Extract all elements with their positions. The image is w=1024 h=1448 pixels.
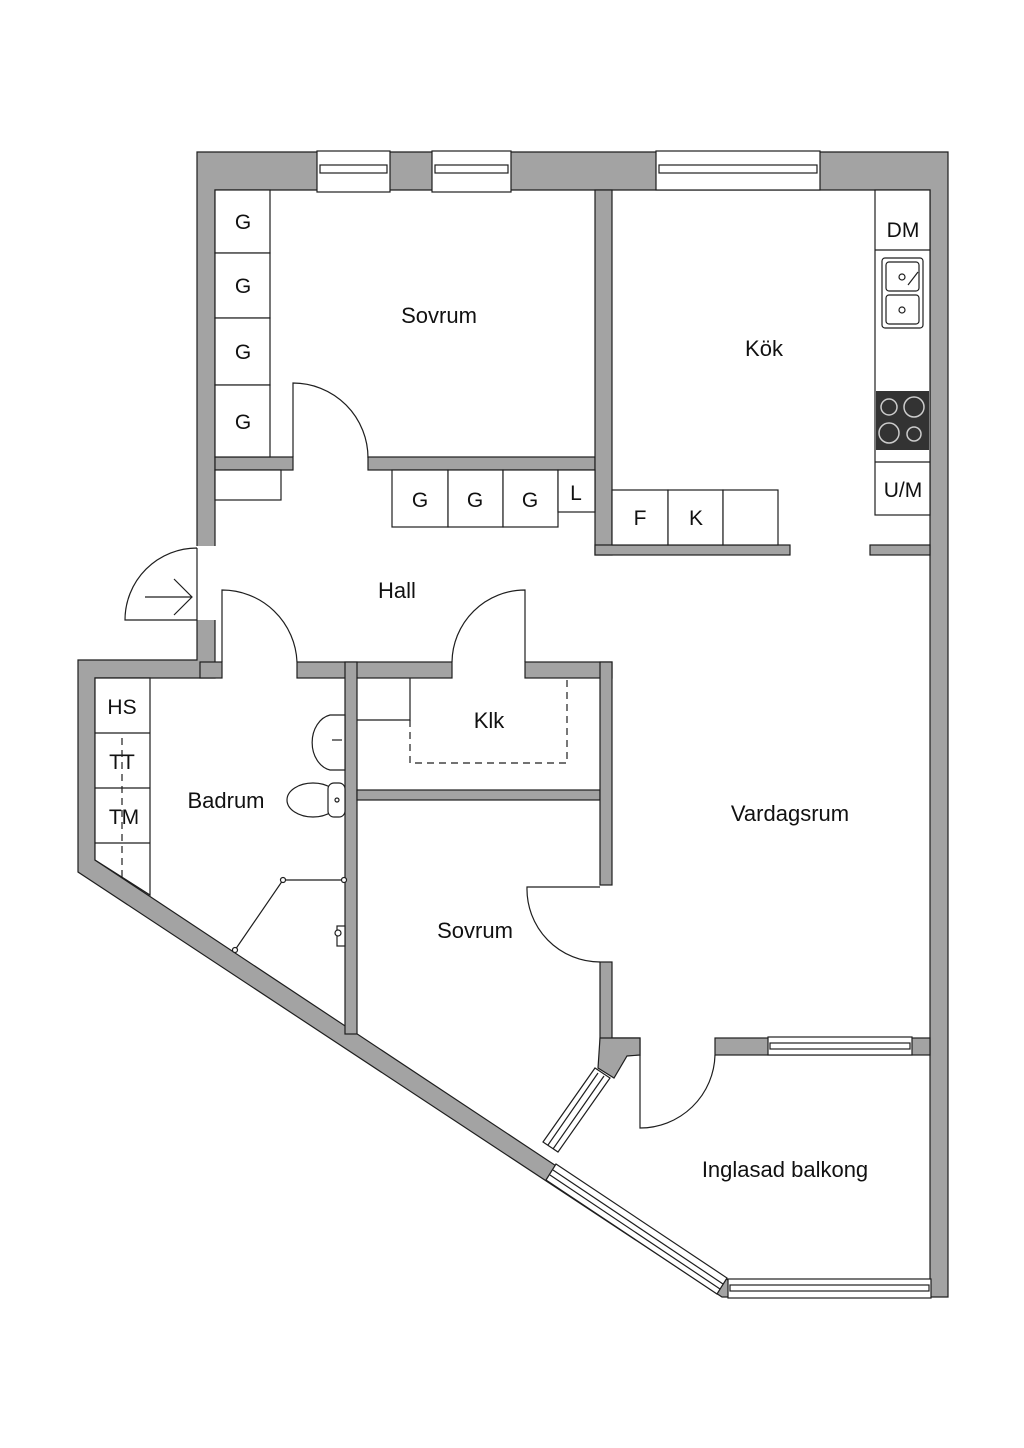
- room-label-balkong: Inglasad balkong: [702, 1157, 868, 1182]
- freezer-label: K: [689, 507, 703, 530]
- wardrobe-label: G: [467, 489, 483, 512]
- door-entrance[interactable]: [124, 547, 198, 621]
- bath-unit-label: TM: [109, 806, 139, 829]
- window-balkong-bottom: [727, 1278, 932, 1299]
- bath-units: HS TT TM: [94, 677, 151, 897]
- window-sovrum-1: [316, 150, 391, 193]
- room-label-klk: Klk: [474, 708, 506, 733]
- washbasin-icon: [311, 714, 346, 771]
- entrance-opening: [196, 546, 216, 620]
- wardrobe-label: G: [235, 341, 251, 364]
- washer-label: U/M: [884, 479, 923, 502]
- wardrobe-label: L: [570, 482, 582, 505]
- wardrobe-label: G: [522, 489, 538, 512]
- bath-unit-label: TT: [109, 751, 135, 774]
- kitchen-units: F K: [611, 489, 779, 546]
- window-kok: [655, 150, 821, 191]
- door-balkong[interactable]: [639, 1054, 716, 1129]
- sink-icon: [881, 257, 924, 329]
- wardrobe-label: G: [235, 211, 251, 234]
- closet-shelving: [357, 678, 568, 764]
- room-label-vardagsrum: Vardagsrum: [731, 801, 849, 826]
- wardrobe-label: G: [235, 275, 251, 298]
- wardrobes-hall: G G G L: [391, 469, 596, 528]
- hall-shelf: [214, 469, 282, 501]
- entrance-arrow-icon: [145, 578, 193, 616]
- shower-screen: [231, 876, 348, 954]
- room-label-sovrum-2: Sovrum: [437, 918, 513, 943]
- door-sovrum-bottom[interactable]: [526, 886, 601, 963]
- wardrobe-label: G: [235, 411, 251, 434]
- room-label-sovrum: Sovrum: [401, 303, 477, 328]
- fridge-label: F: [634, 507, 647, 530]
- door-badrum[interactable]: [221, 589, 298, 663]
- kitchen-counter: DM U/M: [874, 189, 931, 516]
- wardrobe-label: G: [412, 489, 428, 512]
- toilet-icon: [286, 782, 346, 818]
- room-label-badrum: Badrum: [187, 788, 264, 813]
- wardrobes-left: G G G G: [214, 189, 271, 458]
- door-klk[interactable]: [451, 589, 526, 663]
- stove-icon: [876, 391, 929, 450]
- room-label-hall: Hall: [378, 578, 416, 603]
- window-balkong-diagonal: [545, 1163, 728, 1295]
- window-sovrum-diagonal: [542, 1067, 611, 1153]
- window-sovrum-2: [431, 150, 512, 193]
- door-sovrum-top[interactable]: [292, 382, 369, 459]
- window-balkong-inner: [767, 1036, 913, 1056]
- room-label-kok: Kök: [745, 336, 784, 361]
- dishwasher-label: DM: [887, 219, 920, 242]
- shower-mixer-icon: [334, 925, 346, 947]
- bath-unit-label: HS: [107, 696, 136, 719]
